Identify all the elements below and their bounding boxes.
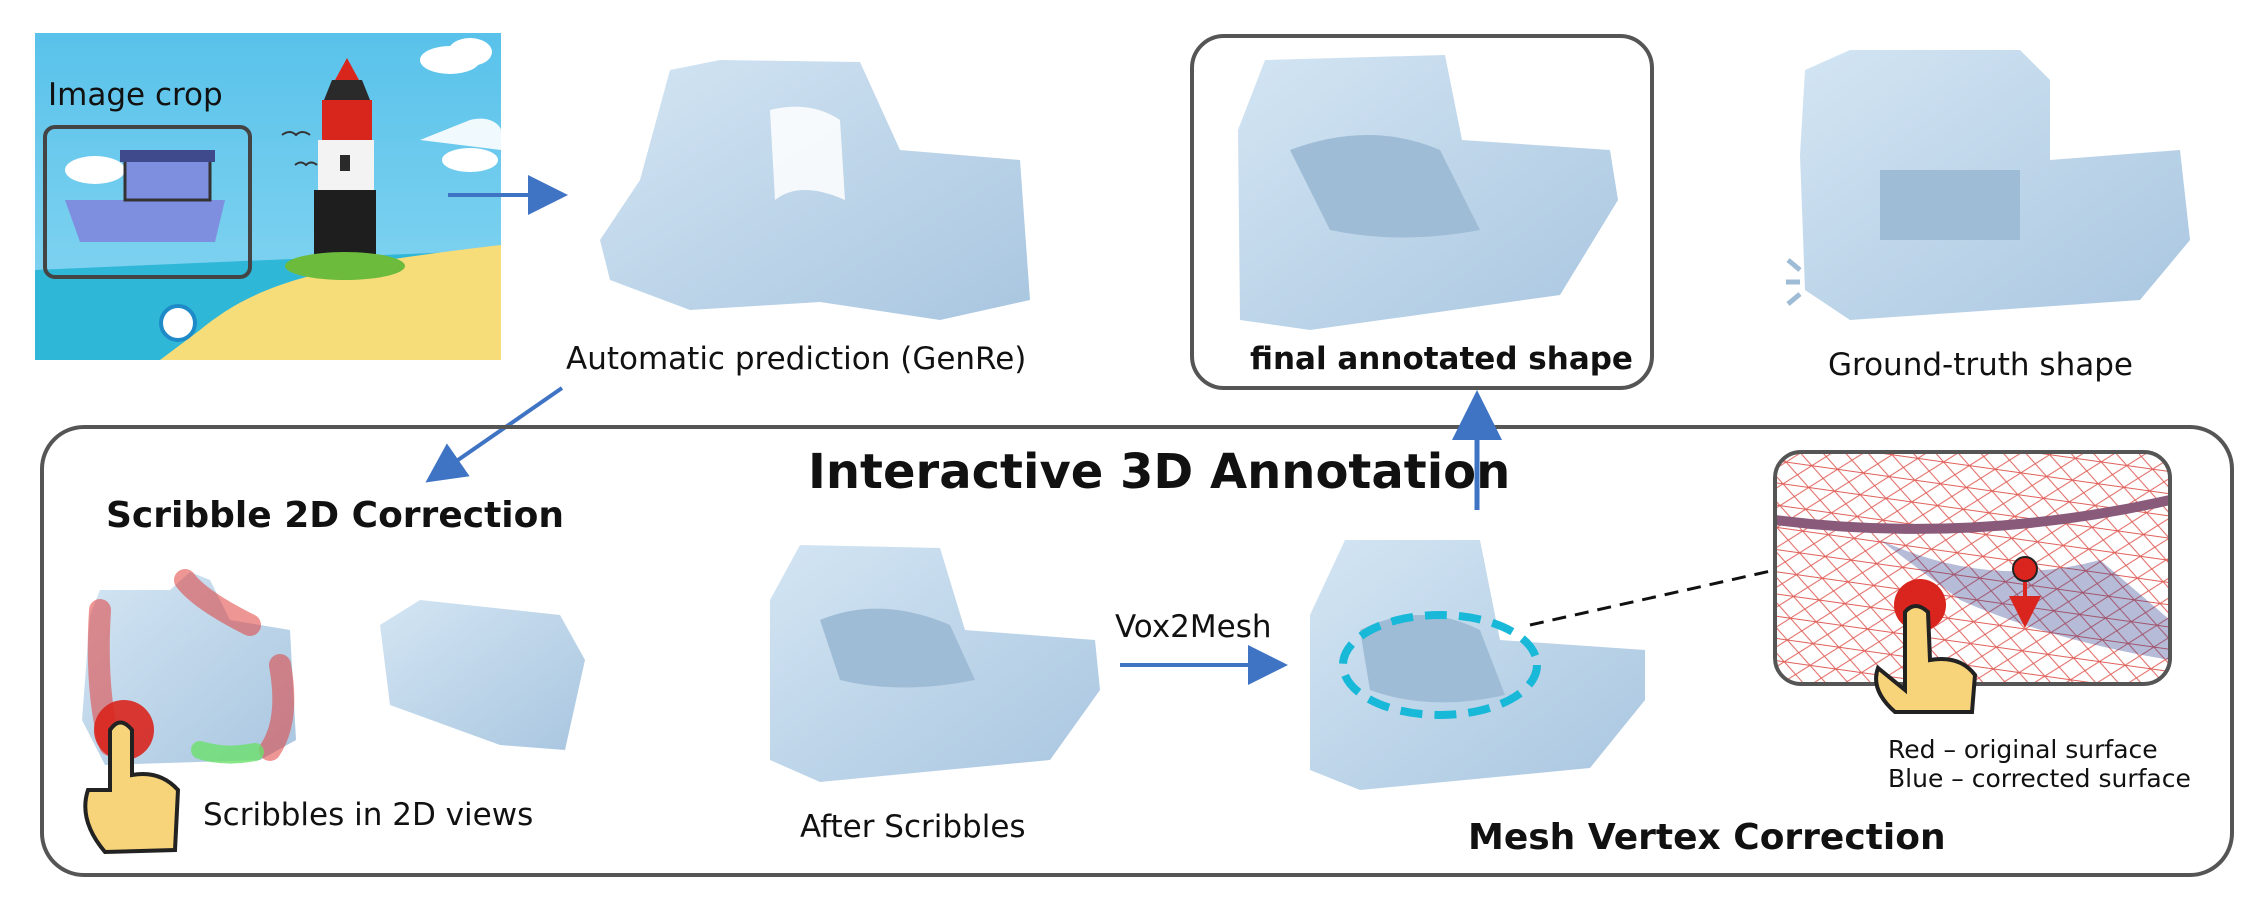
legend-blue-corrected: Blue – corrected surface <box>1888 764 2191 793</box>
ground-truth-label: Ground-truth shape <box>1828 347 2133 383</box>
zoom-leader-line <box>1529 568 1776 627</box>
final-shape-label: final annotated shape <box>1250 341 1633 377</box>
vertex-marker <box>2012 556 2038 582</box>
mesh-shape <box>1310 540 1645 790</box>
mesh-zoom-inset <box>1773 450 2172 714</box>
legend-red-original: Red – original surface <box>1888 735 2158 764</box>
inset-hand-pointer-icon <box>1874 579 1978 714</box>
hand-pointer-icon <box>83 700 181 855</box>
after-scribbles-caption: After Scribbles <box>800 809 1026 845</box>
ground-truth-shape <box>1786 50 2190 320</box>
scribbles-caption: Scribbles in 2D views <box>203 797 534 833</box>
input-image <box>35 33 501 360</box>
genre-prediction-shape <box>600 60 1030 320</box>
selection-ellipse <box>1339 611 1541 719</box>
after-scribbles-shape <box>770 545 1100 782</box>
image-crop-label: Image crop <box>48 77 223 113</box>
interactive-panel <box>40 425 2234 877</box>
panel-title: Interactive 3D Annotation <box>808 444 1511 500</box>
final-shape-frame <box>1190 34 1654 390</box>
final-annotated-shape <box>1238 55 1618 330</box>
auto-prediction-label: Automatic prediction (GenRe) <box>566 341 1027 377</box>
arrow-prediction-to-scribble <box>425 386 564 483</box>
vox2mesh-label: Vox2Mesh <box>1115 609 1272 645</box>
scribble-section-title: Scribble 2D Correction <box>106 495 564 536</box>
scribble-view-2 <box>380 600 585 750</box>
mesh-section-title: Mesh Vertex Correction <box>1468 817 1946 858</box>
